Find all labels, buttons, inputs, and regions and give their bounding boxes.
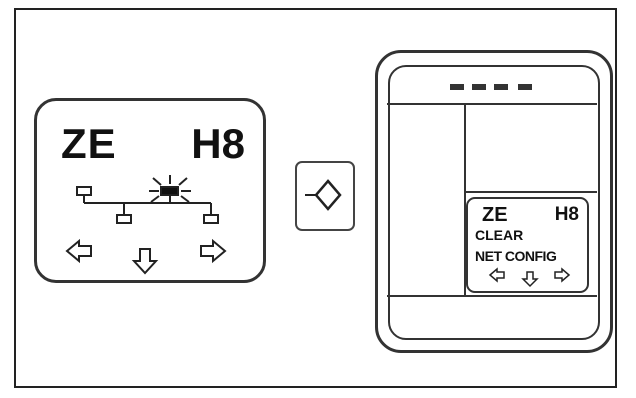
display-middle-divider [466,191,597,193]
right-arrow-icon [554,267,571,283]
panel-right-code: H8 [191,120,245,167]
down-arrow-icon [131,248,159,275]
display-top-divider [387,103,597,105]
left-arrow-icon [65,238,92,264]
display-dashes-indicator [450,84,532,90]
left-arrow-icon [488,267,505,283]
display-panel: ZE H8 [34,98,266,283]
display-vertical-divider [464,103,466,295]
diamond-key-button[interactable] [295,161,355,231]
mini-clear-label: CLEAR [475,227,524,243]
panel-graphics [65,175,227,275]
mini-left-code: ZE [482,204,508,226]
mini-net-config-label: NET CONFIG [475,248,557,264]
mini-arrows [488,267,571,288]
down-arrow-icon [521,271,539,288]
network-topology-icon [76,175,219,224]
display-bottom-divider [387,295,597,297]
mini-right-code: H8 [554,204,579,225]
device-display [388,65,600,340]
right-arrow-icon [200,238,227,264]
mini-screen: ZE H8 CLEAR NET CONFIG [466,197,589,293]
diamond-arrow-key-icon [305,179,342,211]
panel-left-code: ZE [61,120,117,167]
